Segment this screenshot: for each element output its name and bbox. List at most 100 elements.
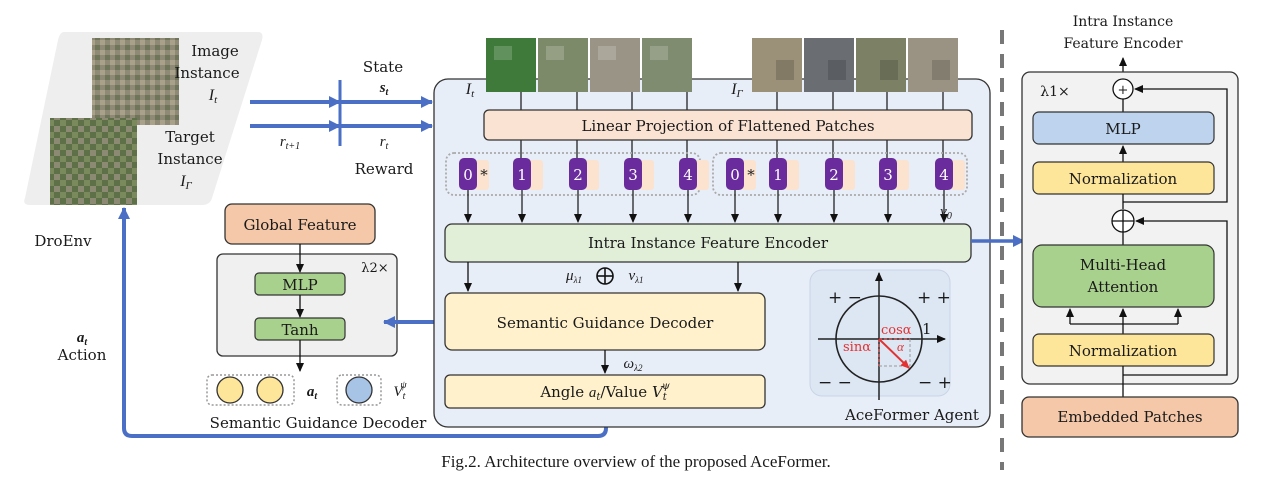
state-symbol: st (379, 80, 390, 98)
encoder-mlp-box (1032, 111, 1215, 145)
position-token-t (624, 158, 642, 190)
image-patch (590, 38, 640, 92)
output-box-label: Angle at/Value Vtψ (539, 381, 670, 403)
position-token-label: 0 (463, 166, 473, 184)
position-token-gamma (879, 158, 897, 190)
class-token-marker: * (480, 166, 488, 184)
position-token-t (679, 158, 697, 190)
figure-caption: Fig.2. Architecture overview of the prop… (441, 452, 831, 471)
position-token-label: 0 (730, 166, 740, 184)
decoder-mlp-label: MLP (282, 276, 317, 294)
target-instance-thumbnail (50, 118, 137, 205)
patch-embedding (529, 160, 543, 190)
image-instance-label-2: Instance (174, 64, 239, 82)
target-instance-label-2: Instance (157, 150, 222, 168)
add-icon: + (1112, 78, 1134, 100)
position-token-gamma (726, 158, 744, 190)
image-patch (642, 38, 692, 92)
position-token-label: 1 (773, 166, 783, 184)
encoder-repeat-label: λ1× (1040, 84, 1070, 100)
svg-text:+: + (1118, 83, 1129, 98)
next-reward-symbol: rt+1 (280, 134, 300, 152)
patch-embedding (841, 160, 855, 190)
value-output-node (345, 376, 373, 404)
reward-symbol: rt (380, 134, 389, 152)
position-token-label: 1 (517, 166, 527, 184)
image-patch (538, 38, 588, 92)
position-token-gamma (825, 158, 843, 190)
position-token-label: 2 (573, 166, 583, 184)
quadrant-label: + + (917, 288, 951, 308)
encoder-detail-title-2: Feature Encoder (1063, 36, 1182, 52)
value-output-group (336, 374, 382, 406)
position-token-gamma (769, 158, 787, 190)
patch-embedding (695, 160, 709, 190)
action-symbol: at (77, 330, 89, 348)
unit-circle-diagram: + − + + − − − + cosα sinα α 1 (809, 269, 952, 400)
quadrant-label: − + (918, 373, 952, 393)
decoder-value-symbol: Vtψ (393, 380, 407, 402)
image-instance-label-1: Image (191, 42, 239, 60)
image-instance-thumbnail (92, 38, 179, 125)
tokens-group-gamma (712, 152, 968, 196)
nu0-label: ν0 (940, 204, 952, 222)
encoder-norm-top-label: Normalization (1069, 170, 1178, 188)
patch-embedding (785, 160, 799, 190)
patch-embedding (640, 160, 654, 190)
encoder-label: Intra Instance Feature Encoder (588, 234, 829, 252)
position-token-gamma (935, 158, 953, 190)
quadrant-label: − − (818, 373, 852, 393)
encoder-detail-title-1: Intra Instance (1073, 14, 1174, 30)
sin-label: sinα (843, 340, 871, 355)
patch-embedding (742, 160, 756, 190)
agent-title: AceFormer Agent (844, 406, 979, 424)
position-token-t (459, 158, 477, 190)
transition-arrows: State st rt+1 rt Reward (250, 58, 433, 178)
image-instance-symbol: It (208, 87, 218, 106)
encoder-mlp-label: MLP (1105, 120, 1140, 138)
concat-icon (596, 267, 614, 285)
patch-embedding (895, 160, 909, 190)
encoder-box (444, 223, 972, 263)
target-instance-label-1: Target (165, 128, 214, 146)
reward-label: Reward (355, 160, 414, 178)
patch-embedding (475, 160, 489, 190)
action-label: Action (57, 346, 107, 364)
output-box (444, 374, 766, 409)
cos-label: cosα (881, 323, 912, 338)
class-token-marker: * (747, 166, 755, 184)
quadrant-label: + − (828, 288, 862, 308)
position-token-t (513, 158, 531, 190)
target-patch (804, 38, 854, 92)
linear-projection-box (483, 109, 973, 141)
droenv-panel: Image Instance It Target Instance IΓ Dro… (24, 32, 263, 250)
position-token-label: 3 (883, 166, 893, 184)
target-patch (752, 38, 802, 92)
attention-label-2: Attention (1087, 278, 1159, 296)
action-output-node (256, 376, 284, 404)
unit-one-label: 1 (922, 320, 932, 338)
target-patch (856, 38, 906, 92)
tokens-group-t (445, 152, 701, 196)
patch-embedding (951, 160, 965, 190)
position-token-t (569, 158, 587, 190)
decoder-action-symbol: at (307, 384, 319, 402)
position-token-label: 4 (683, 166, 693, 184)
state-label: State (363, 58, 403, 76)
droenv-label: DroEnv (34, 232, 92, 250)
patch-embedding (585, 160, 599, 190)
position-token-label: 3 (628, 166, 638, 184)
agent-panel: It IΓ Linear Projection of Flattened Pat… (433, 38, 1025, 428)
attention-box (1032, 244, 1215, 308)
decoder-detail: Global Feature λ2× MLP Tanh at Vtψ Seman… (206, 203, 444, 432)
image-patch (486, 38, 536, 92)
embedded-patches-label: Embedded Patches (1057, 408, 1202, 426)
agent-image-label-t: It (465, 81, 475, 100)
attention-label-1: Multi-Head (1080, 256, 1167, 274)
position-token-label: 4 (939, 166, 949, 184)
encoder-detail: Intra Instance Feature Encoder λ1× + MLP… (1021, 14, 1239, 438)
linear-projection-label: Linear Projection of Flattened Patches (581, 117, 874, 135)
position-token-label: 2 (829, 166, 839, 184)
action-output-node (216, 376, 244, 404)
